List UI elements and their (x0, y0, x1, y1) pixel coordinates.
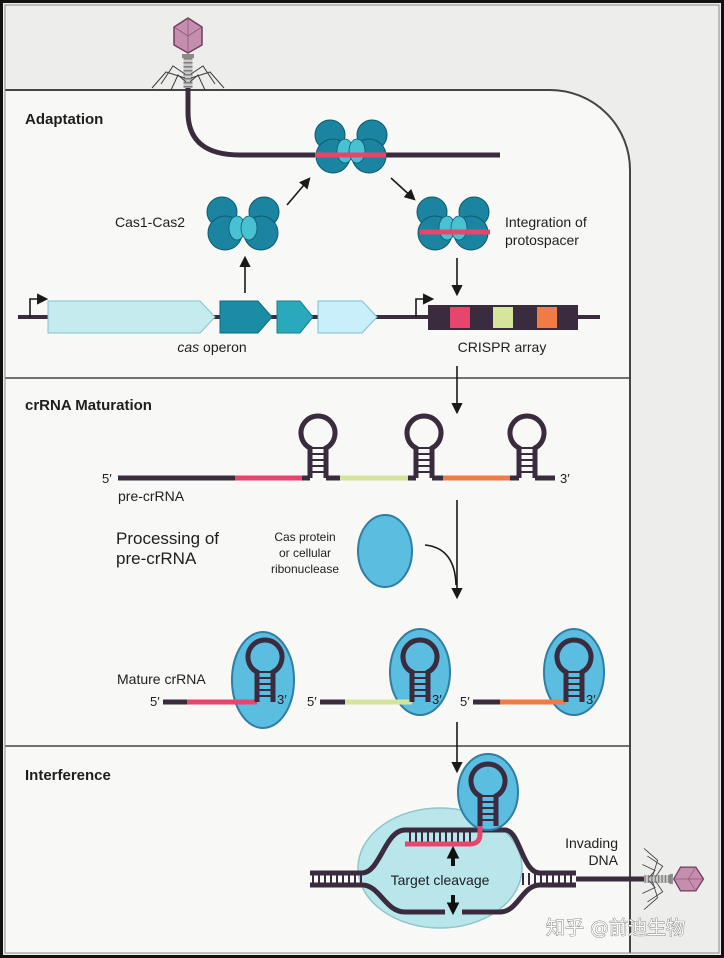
processing-label-line1: Processing of (116, 529, 219, 548)
non-target-strand (310, 882, 576, 915)
processing-label-line2: pre-crRNA (116, 549, 197, 568)
enzyme-label-line2: or cellular (279, 546, 331, 560)
promoter-arrow-array (415, 293, 435, 317)
enzyme-label-line3: ribonuclease (271, 562, 339, 576)
mature-crrna-label: Mature crRNA (117, 671, 206, 687)
array-spacer-1 (450, 307, 470, 328)
arrow-release (390, 177, 416, 201)
pre-crrna (118, 416, 555, 478)
arrow-capture (286, 177, 311, 206)
pre-crrna-3-prime: 3′ (560, 471, 570, 486)
section-title-maturation: crRNA Maturation (25, 397, 152, 414)
mature-crrna-protein-1 (231, 631, 295, 729)
pre-crrna-label: pre-crRNA (118, 488, 185, 504)
arrow-enzyme-merge (424, 544, 457, 586)
cas-operon-label: cas operon (177, 339, 246, 355)
crispr-array-label: CRISPR array (458, 339, 547, 355)
enzyme-label-line1: Cas protein (274, 530, 335, 544)
mature-crrna-2-3-prime: 3′ (432, 692, 442, 707)
crispr-array (428, 305, 578, 330)
target-strand (310, 827, 576, 876)
inner-frame (4, 4, 720, 954)
cas-gene-4 (317, 300, 378, 334)
integration-label-line1: Integration of (505, 214, 587, 230)
pre-crrna-5-prime: 5′ (102, 471, 112, 486)
integration-label-line2: protospacer (505, 232, 579, 248)
section-title-interference: Interference (25, 767, 111, 784)
ribonuclease-protein (357, 514, 413, 588)
mature-crrna-1-5-prime: 5′ (150, 694, 160, 709)
promoter-arrow-operon (29, 293, 49, 317)
injected-phage-dna (185, 88, 500, 158)
cas-gene-2 (219, 300, 273, 334)
crrna-guide (405, 826, 483, 847)
mature-crrna-2-5-prime: 5′ (307, 694, 317, 709)
watermark: 知乎 @前迪生物 (546, 917, 685, 939)
cas-gene-1 (47, 300, 216, 334)
invading-dna-label-line1: Invading (565, 835, 618, 851)
cas-gene-3 (276, 300, 314, 334)
cas1-cas2-label: Cas1-Cas2 (115, 214, 185, 230)
invading-dna-label-line2: DNA (588, 852, 618, 868)
mature-crrna-3-5-prime: 5′ (460, 694, 470, 709)
section-title-adaptation: Adaptation (25, 111, 103, 128)
mature-crrna-1-3-prime: 3′ (277, 692, 287, 707)
cell-membrane (5, 89, 631, 953)
array-spacer-3 (537, 307, 557, 328)
mature-crrna-3-3-prime: 3′ (586, 692, 596, 707)
target-cleavage-label: Target cleavage (391, 872, 490, 888)
array-spacer-2 (493, 307, 513, 328)
